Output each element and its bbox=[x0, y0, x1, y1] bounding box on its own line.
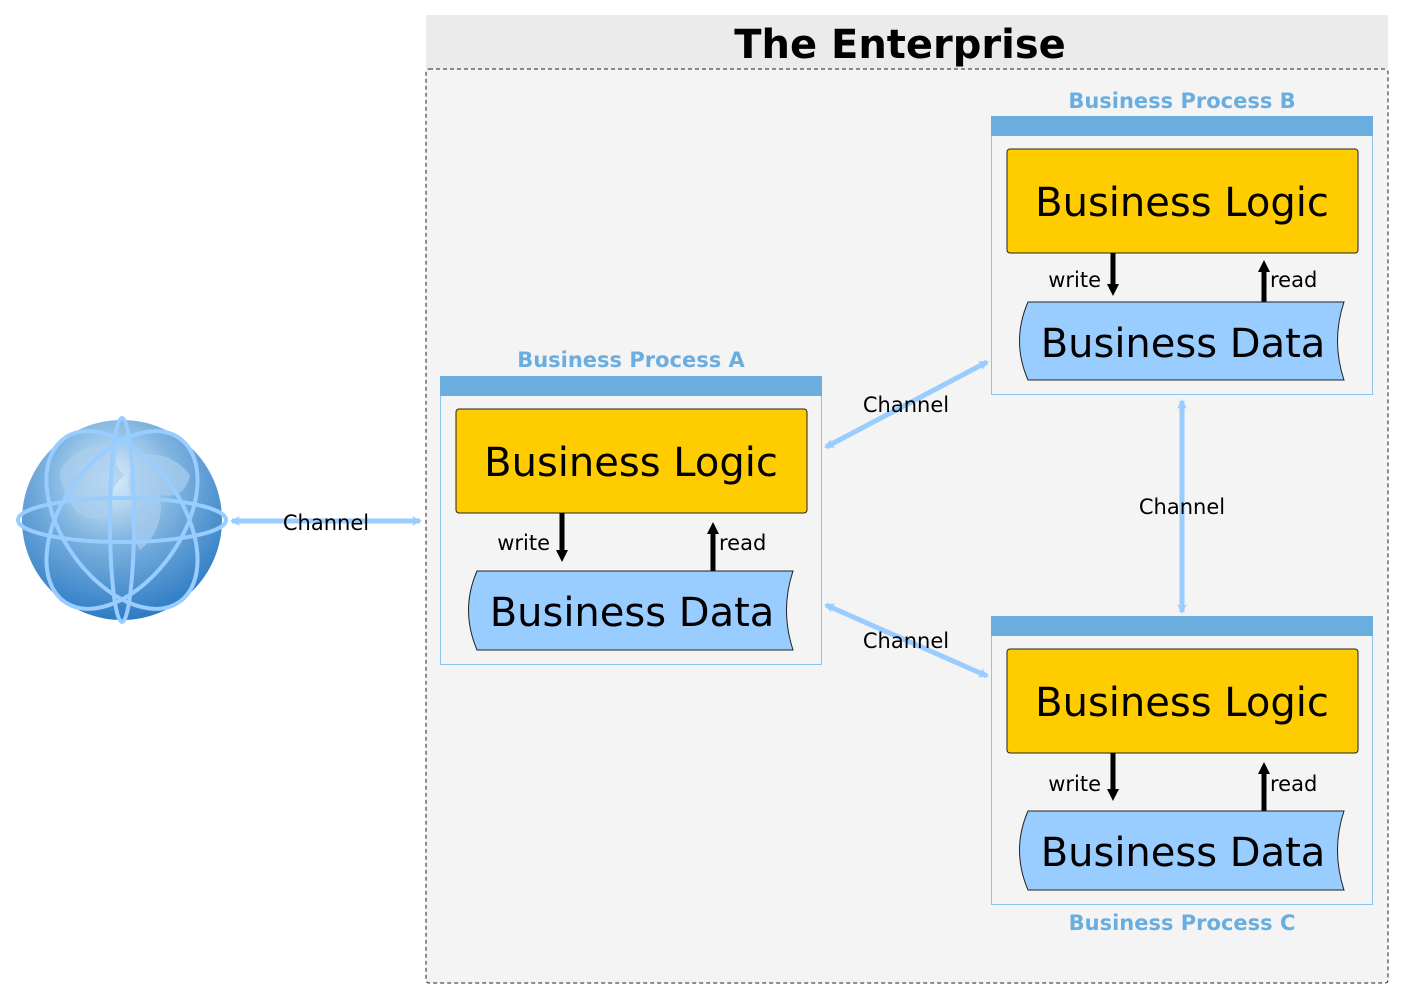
read-label: read bbox=[719, 531, 766, 555]
channel-label: Channel bbox=[283, 511, 369, 535]
business-data-label: Business Data bbox=[1041, 830, 1326, 876]
channel-label: Channel bbox=[863, 393, 949, 417]
business-logic-label: Business Logic bbox=[1035, 180, 1329, 226]
business-process-a[interactable]: Business Process A Business Logic write … bbox=[440, 348, 822, 665]
process-header-bar bbox=[991, 616, 1373, 636]
channel-a-c[interactable]: Channel bbox=[824, 602, 989, 679]
business-logic-label: Business Logic bbox=[1035, 680, 1329, 726]
process-header-bar bbox=[991, 116, 1373, 136]
business-data-store[interactable] bbox=[468, 570, 794, 651]
business-logic-box[interactable] bbox=[1006, 648, 1359, 754]
business-logic-box[interactable] bbox=[1006, 148, 1359, 254]
enterprise-title: The Enterprise bbox=[734, 22, 1066, 68]
business-data-store[interactable] bbox=[1019, 301, 1345, 381]
globe-icon bbox=[16, 416, 228, 624]
business-logic-box[interactable] bbox=[455, 408, 808, 514]
write-label: write bbox=[1048, 268, 1101, 292]
channel-label: Channel bbox=[863, 629, 949, 653]
process-label: Business Process C bbox=[1069, 911, 1296, 935]
business-process-c[interactable]: Business Logic write read Business Data … bbox=[991, 616, 1373, 935]
enterprise-header bbox=[426, 15, 1388, 69]
write-label: write bbox=[1048, 772, 1101, 796]
channel-b-c[interactable]: Channel bbox=[1139, 399, 1225, 614]
channel-external-a[interactable]: Channel bbox=[230, 511, 422, 535]
channel-a-b[interactable]: Channel bbox=[824, 359, 989, 450]
channel-label: Channel bbox=[1139, 495, 1225, 519]
read-label: read bbox=[1270, 268, 1317, 292]
process-label: Business Process B bbox=[1068, 89, 1295, 113]
business-data-label: Business Data bbox=[1041, 321, 1326, 367]
business-logic-label: Business Logic bbox=[484, 440, 778, 486]
read-label: read bbox=[1270, 772, 1317, 796]
process-header-bar bbox=[440, 376, 822, 396]
business-data-label: Business Data bbox=[490, 590, 775, 636]
process-label: Business Process A bbox=[517, 348, 745, 372]
write-label: write bbox=[497, 531, 550, 555]
business-data-store[interactable] bbox=[1019, 810, 1345, 891]
business-process-b[interactable]: Business Process B Business Logic write … bbox=[991, 89, 1373, 395]
